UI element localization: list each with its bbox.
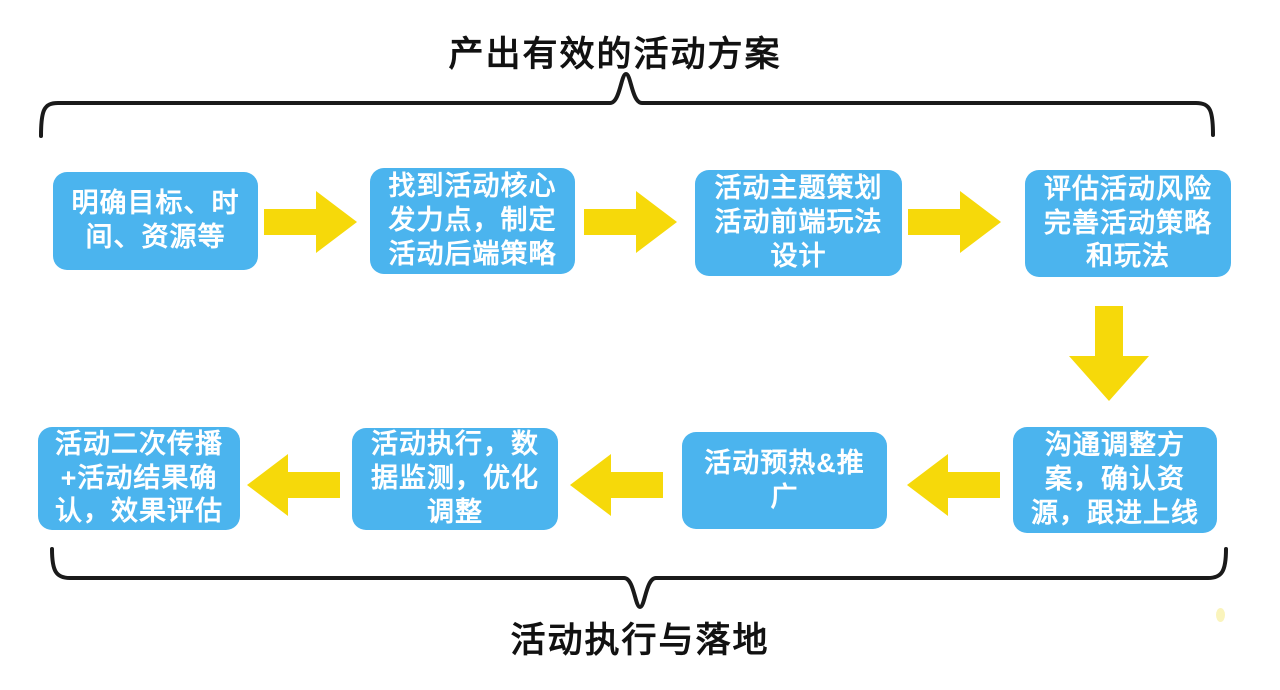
arrow-right-2-icon — [584, 191, 677, 253]
arrow-left-shape — [907, 454, 1000, 516]
flow-step-3: 活动主题策划 活动前端玩法 设计 — [695, 170, 902, 276]
top-section-title: 产出有效的活动方案 — [448, 35, 782, 74]
flow-step-1: 明确目标、时 间、资源等 — [53, 172, 258, 270]
top-brace — [39, 72, 1215, 138]
arrow-down-shape — [1069, 306, 1149, 401]
flow-step-6: 活动预热&推 广 — [682, 432, 887, 529]
artifact-dot — [1216, 608, 1225, 622]
arrow-right-1-icon — [264, 191, 357, 253]
flow-step-7: 活动执行，数 据监测，优化 调整 — [352, 428, 558, 530]
flow-step-4: 评估活动风险 完善活动策略 和玩法 — [1025, 170, 1231, 277]
arrow-left-1-icon — [907, 454, 1000, 516]
arrow-left-shape — [247, 454, 340, 516]
flow-step-5: 沟通调整方 案，确认资 源，跟进上线 — [1013, 427, 1217, 533]
arrow-left-2-icon — [570, 454, 663, 516]
arrow-down-icon — [1069, 306, 1149, 401]
bottom-brace — [50, 547, 1228, 609]
arrow-right-shape — [584, 191, 677, 253]
flow-step-8: 活动二次传播 +活动结果确 认，效果评估 — [38, 427, 240, 530]
arrow-left-3-icon — [247, 454, 340, 516]
arrow-right-3-icon — [908, 191, 1001, 253]
bottom-section-title: 活动执行与落地 — [510, 621, 770, 660]
arrow-right-shape — [264, 191, 357, 253]
arrow-right-shape — [908, 191, 1001, 253]
arrow-left-shape — [570, 454, 663, 516]
flow-step-2: 找到活动核心 发力点，制定 活动后端策略 — [370, 168, 575, 274]
